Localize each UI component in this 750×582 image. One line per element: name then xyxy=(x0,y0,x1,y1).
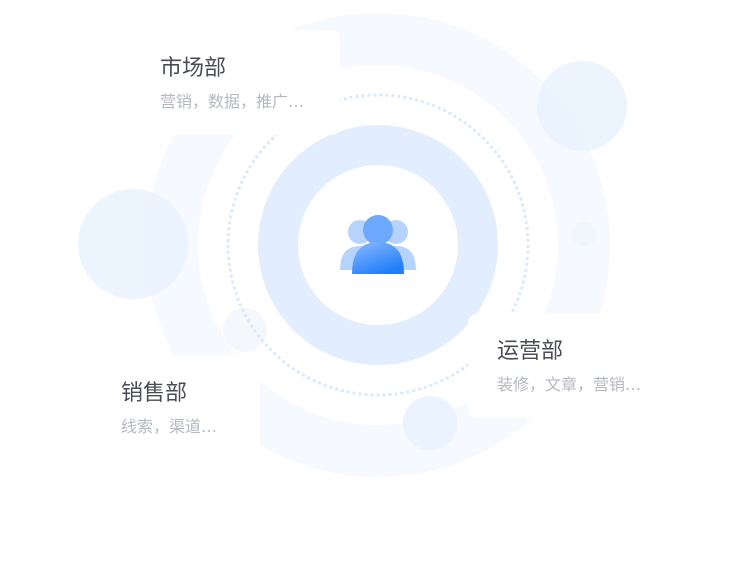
department-desc: 营销，数据，推广… xyxy=(160,92,305,111)
department-desc: 线索，渠道… xyxy=(121,417,218,436)
department-marketing[interactable]: 市场部 营销，数据，推广… xyxy=(160,54,304,114)
dotted-ring xyxy=(226,93,530,397)
department-title: 销售部 xyxy=(121,381,188,406)
inner-donut xyxy=(258,125,498,365)
bubble xyxy=(78,189,188,299)
department-sales[interactable]: 销售部 线索，渠道… xyxy=(121,379,217,439)
department-desc: 装修，文章，营销… xyxy=(497,375,642,394)
bubble xyxy=(572,222,596,246)
card-bg xyxy=(105,355,260,460)
card-bg xyxy=(468,314,668,418)
card-bg xyxy=(150,30,340,135)
department-operations[interactable]: 运营部 装修，文章，营销… xyxy=(497,337,641,397)
bubble xyxy=(403,396,457,450)
users-group-icon xyxy=(340,215,416,274)
bubble xyxy=(537,61,627,151)
department-title: 运营部 xyxy=(497,339,564,364)
department-title: 市场部 xyxy=(160,56,227,81)
bubble xyxy=(223,308,267,352)
